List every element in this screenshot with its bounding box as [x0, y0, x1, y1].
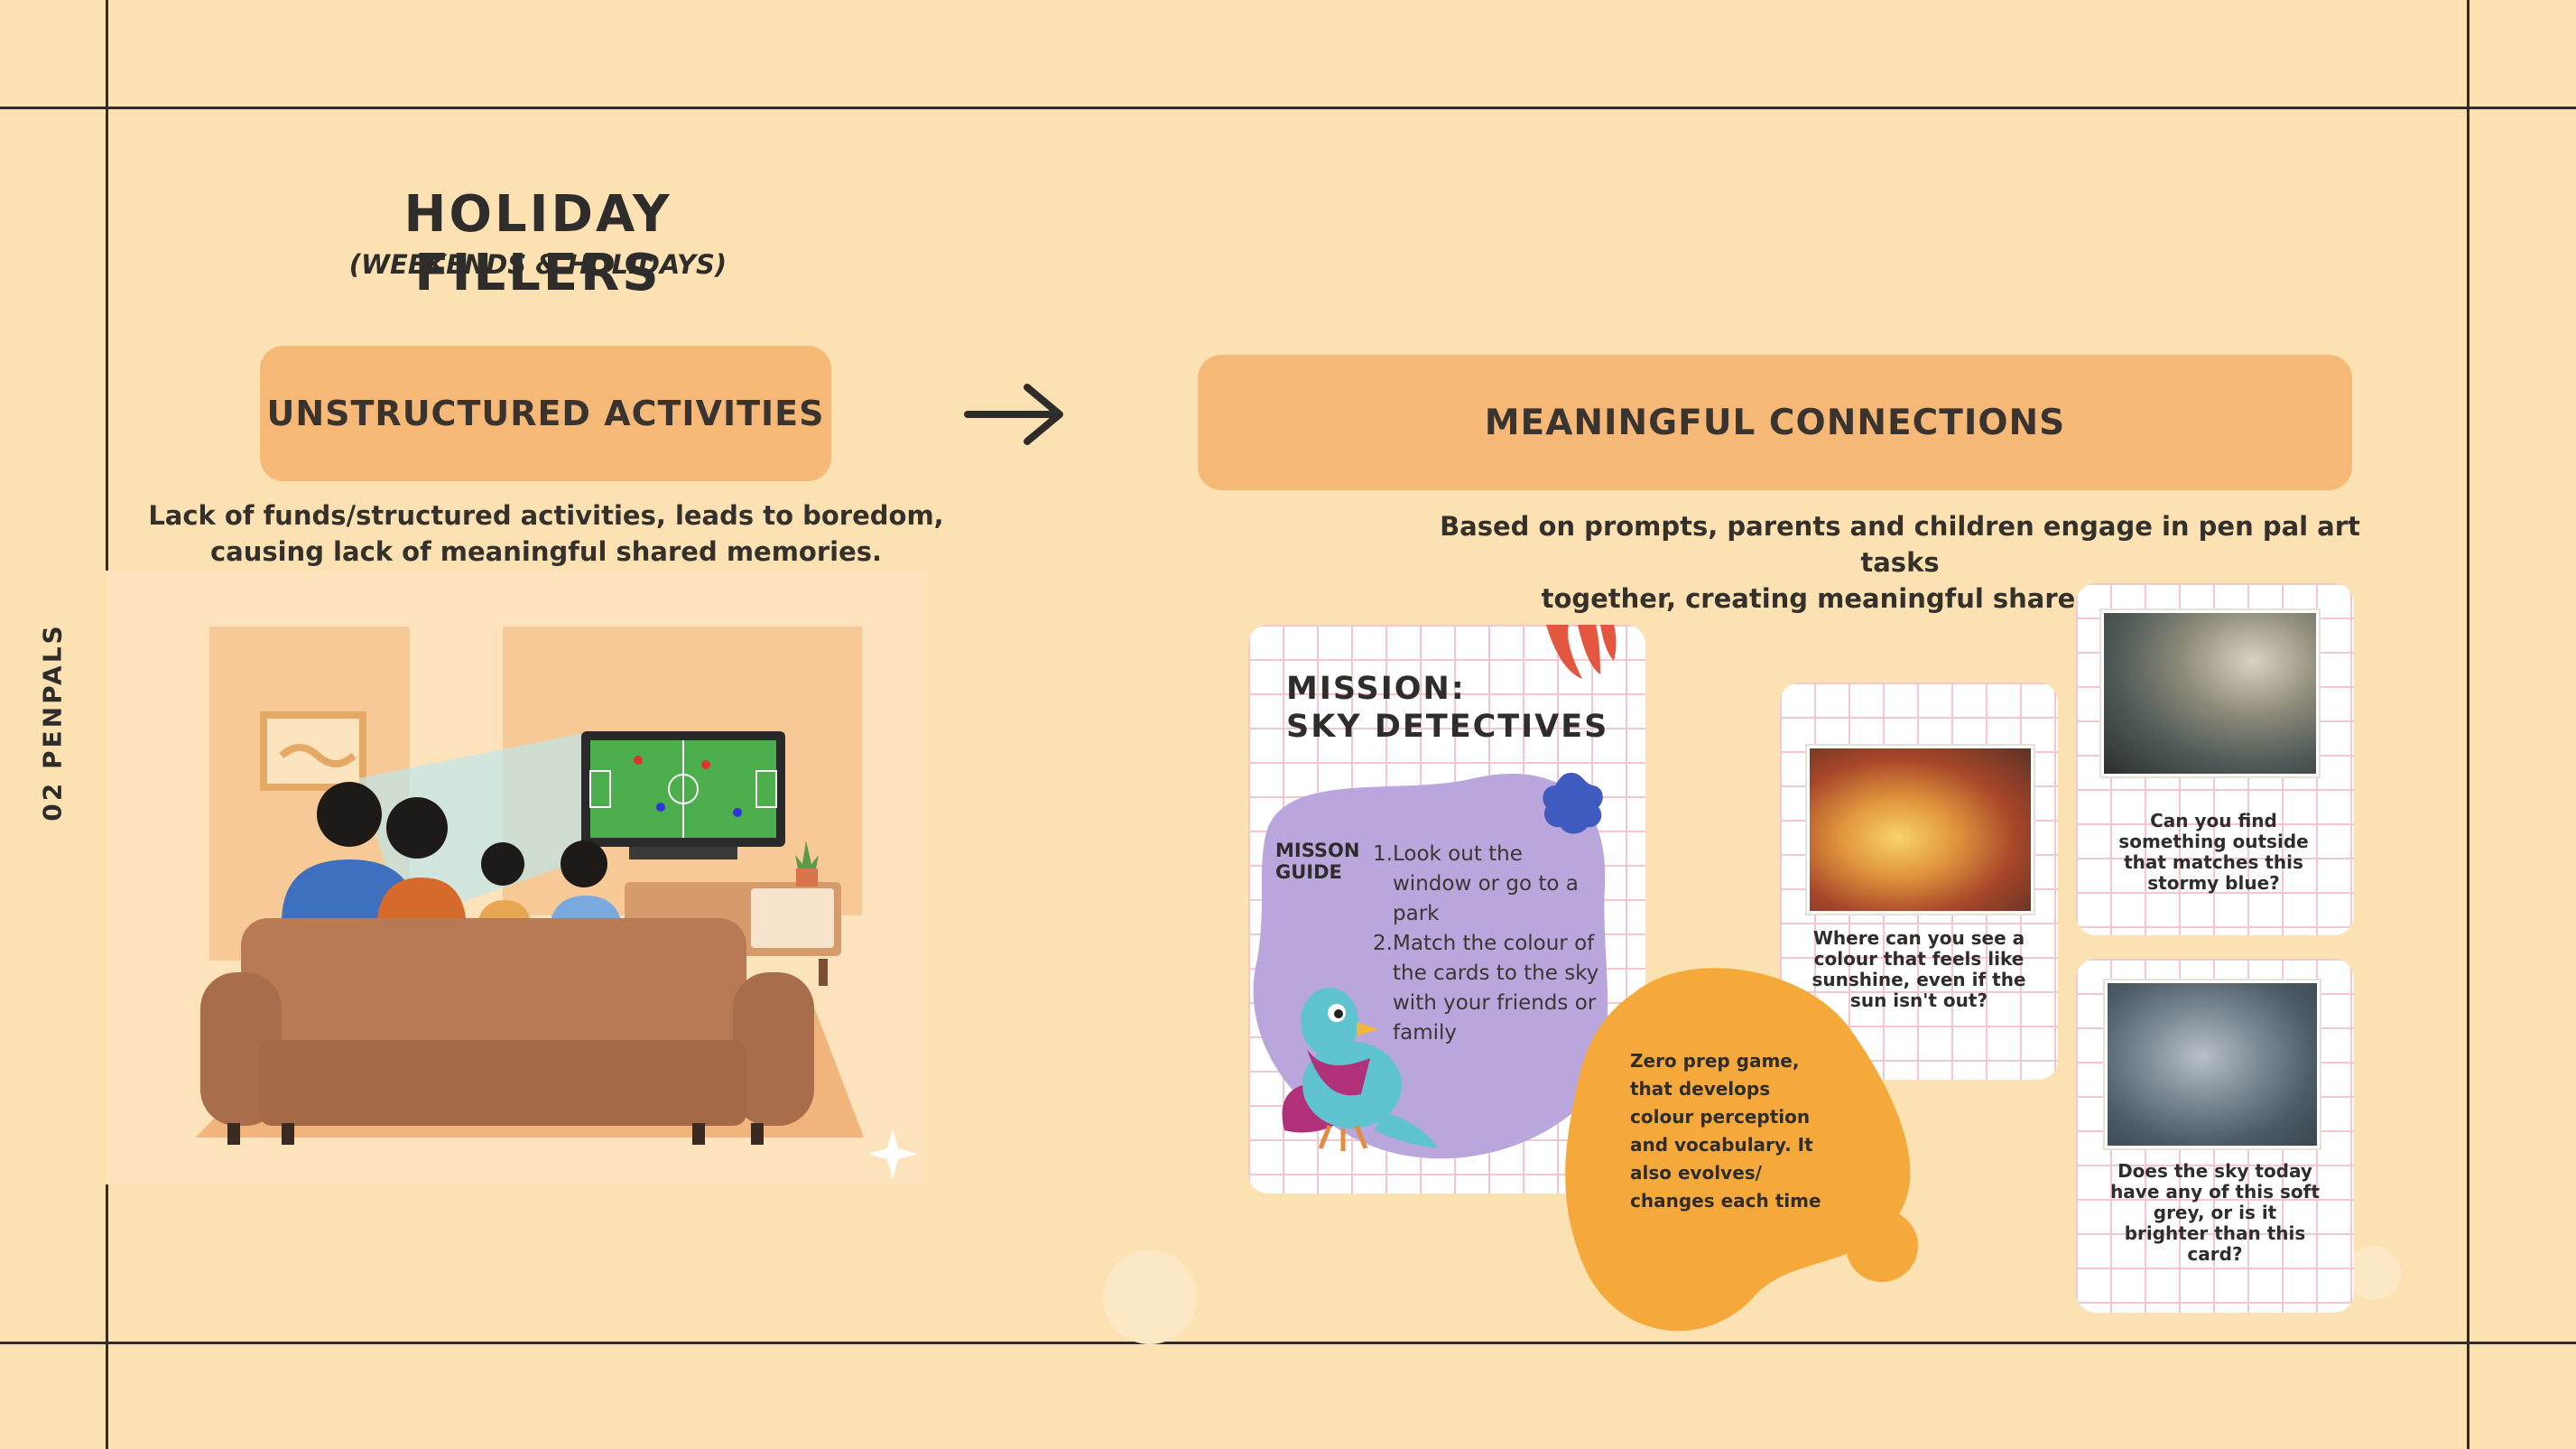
page-subtitle: (WEEKENDS & HOLIDAYS): [348, 249, 727, 280]
mission-title-line-2: SKY DETECTIVES: [1286, 709, 1609, 745]
family-watching-tv-illustration: [106, 571, 927, 1184]
arrow-right-icon: [964, 384, 1063, 445]
blob-note-text: Zero prep game, that develops colour per…: [1630, 1050, 1821, 1212]
meaningful-connections-pill: MEANINGFUL CONNECTIONS: [1198, 355, 2352, 490]
prompt-card-text: Does the sky today have any of this soft…: [2110, 1160, 2320, 1265]
prompt-card-text: Where can you see a colour that feels li…: [1812, 927, 2026, 1011]
prompt-card: Does the sky today have any of this soft…: [2076, 959, 2354, 1313]
right-caption-line-1: Based on prompts, parents and children e…: [1440, 511, 2360, 578]
section-label: 02 PENPALS: [37, 623, 68, 822]
sunset-painting-image: [1807, 746, 2034, 914]
unstructured-activities-pill: UNSTRUCTURED ACTIVITIES: [260, 346, 831, 481]
red-leaf-shape: [1546, 625, 1617, 679]
decor-circle: [1103, 1250, 1197, 1344]
decor-circle: [2347, 1246, 2401, 1300]
mission-title-line-1: MISSION:: [1286, 671, 1466, 707]
mission-step-text: Look out the window or go to a park: [1393, 842, 1579, 925]
left-caption-line-1: Lack of funds/structured activities, lea…: [148, 500, 944, 531]
mission-step-number: 1.: [1373, 842, 1393, 866]
blue-flower-shape: [1543, 773, 1603, 834]
mission-guide-line-1: MISSON: [1275, 840, 1360, 861]
page-title: HOLIDAY FILLERS: [403, 185, 672, 302]
mission-step: 1. Look out the window or go to a park: [1373, 840, 1608, 929]
prompt-card-text: Can you find something outside that matc…: [2118, 810, 2309, 894]
frame-top-line: [0, 107, 2576, 109]
mission-step-text: Match the colour of the cards to the sky…: [1393, 932, 1599, 1045]
grey-sky-painting-image: [2105, 980, 2320, 1148]
mission-guide-line-2: GUIDE: [1275, 861, 1342, 883]
frame-right-line: [2467, 0, 2469, 1449]
left-caption: Lack of funds/structured activities, lea…: [144, 497, 948, 570]
orange-blob-shape: [1565, 968, 1918, 1332]
frame-bottom-line: [0, 1342, 2576, 1344]
mission-guide-label: MISSON GUIDE: [1275, 840, 1359, 883]
mission-step-number: 2.: [1373, 932, 1393, 955]
stormy-sea-painting-image: [2101, 610, 2319, 776]
prompt-card: Can you find something outside that matc…: [2076, 583, 2354, 935]
mission-step: 2. Match the colour of the cards to the …: [1373, 929, 1608, 1048]
bird-mascot-icon: [1282, 988, 1438, 1151]
mission-steps-list: 1. Look out the window or go to a park 2…: [1373, 840, 1608, 1048]
mission-title: MISSION: SKY DETECTIVES: [1286, 670, 1608, 746]
left-caption-line-2: causing lack of meaningful shared memori…: [209, 536, 883, 567]
